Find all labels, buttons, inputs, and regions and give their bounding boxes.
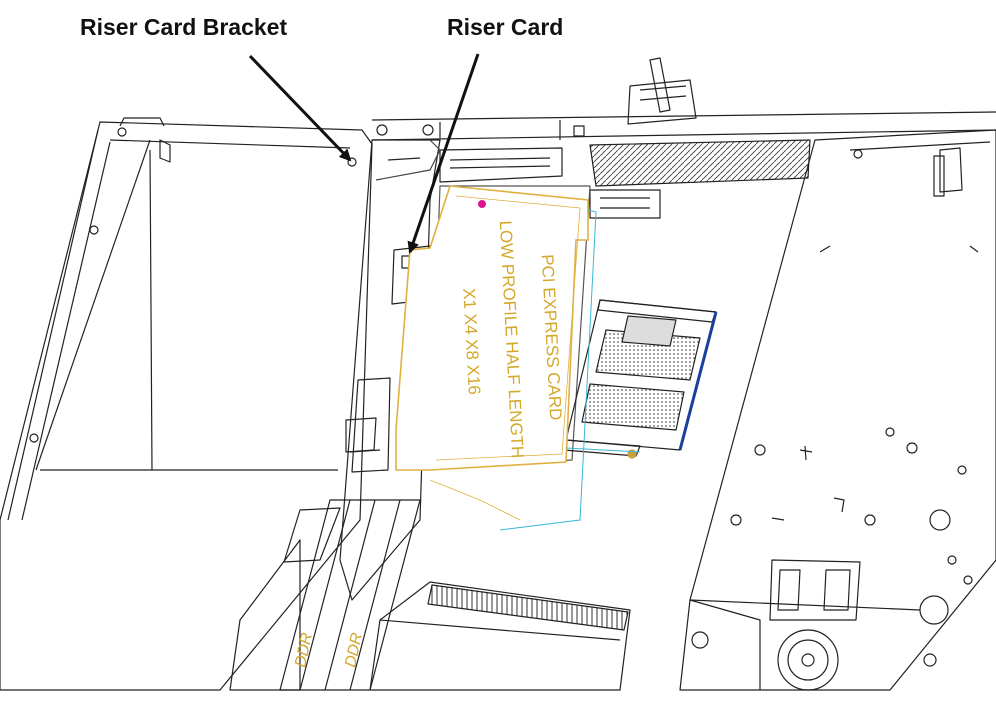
dimm-slots xyxy=(229,499,421,691)
rear-io-grille xyxy=(439,139,811,219)
dimm-labels: DDR DDR xyxy=(292,631,366,669)
power-supply xyxy=(679,129,996,691)
callout-arrows xyxy=(248,53,480,254)
left-chassis-rail xyxy=(0,117,373,691)
rear-cable xyxy=(627,57,697,125)
module-cyan-trace xyxy=(565,447,641,453)
callout-riser-card-bracket: Riser Card Bracket xyxy=(80,14,288,40)
heatsink xyxy=(369,581,631,691)
pci-express-card: PCI EXPRESS CARD LOW PROFILE HALF LENGTH… xyxy=(395,185,597,531)
card-led-dot xyxy=(478,200,486,208)
dimm-label-2: DDR xyxy=(342,631,366,669)
dimm-label-1: DDR xyxy=(292,631,316,669)
arrow-riser-card-bracket xyxy=(248,54,352,162)
module-blue-edge xyxy=(678,311,718,451)
callout-riser-card: Riser Card xyxy=(447,14,564,40)
rear-top-rail xyxy=(371,111,996,159)
thin-cable xyxy=(375,139,441,181)
mini-module xyxy=(563,299,717,459)
arrow-riser-card xyxy=(407,53,480,254)
